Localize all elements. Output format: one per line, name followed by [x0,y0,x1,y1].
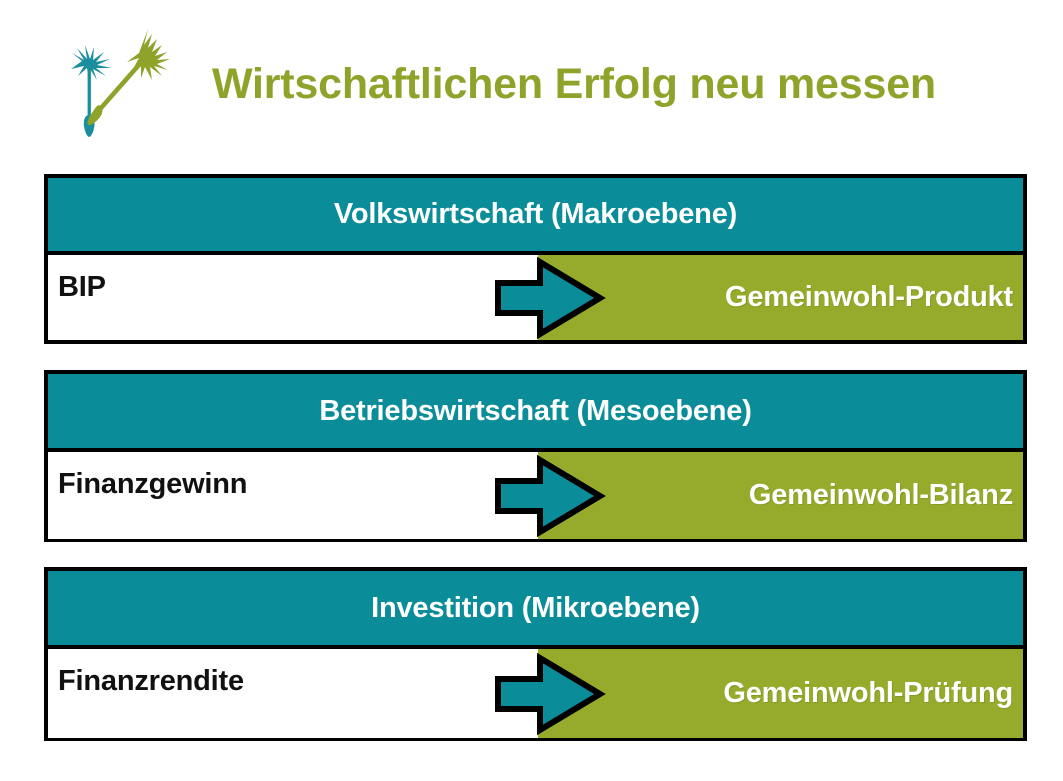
page-title: Wirtschaftlichen Erfolg neu messen [212,60,936,108]
olive-panel: Gemeinwohl-Produkt [538,255,1023,340]
block-header-label: Investition (Mikroebene) [371,591,700,624]
left-label: BIP [58,271,106,303]
right-label: Gemeinwohl-Produkt [724,281,1013,313]
level-block-macro: Volkswirtschaft (Makroebene) Gemeinwohl-… [44,174,1027,344]
level-block-meso: Betriebswirtschaft (Mesoebene) Gemeinwoh… [44,370,1027,542]
block-header-micro: Investition (Mikroebene) [48,571,1023,649]
block-body-micro: Gemeinwohl-Prüfung Finanzrendite [48,649,1023,738]
olive-panel: Gemeinwohl-Prüfung [538,649,1023,738]
page-header: Wirtschaftlichen Erfolg neu messen [0,0,1063,160]
dandelion-seed-logo [44,14,194,144]
block-body-meso: Gemeinwohl-Bilanz Finanzgewinn [48,452,1023,539]
block-header-label: Betriebswirtschaft (Mesoebene) [319,394,752,427]
block-header-meso: Betriebswirtschaft (Mesoebene) [48,374,1023,452]
block-header-macro: Volkswirtschaft (Makroebene) [48,178,1023,255]
block-body-macro: Gemeinwohl-Produkt BIP [48,255,1023,340]
block-header-label: Volkswirtschaft (Makroebene) [333,198,738,230]
left-label: Finanzgewinn [58,468,248,500]
olive-panel: Gemeinwohl-Bilanz [538,452,1023,539]
right-label: Gemeinwohl-Bilanz [748,479,1013,511]
left-label: Finanzrendite [58,665,244,697]
olive-seed-shape [87,29,170,126]
right-label: Gemeinwohl-Prüfung [723,677,1013,709]
level-block-micro: Investition (Mikroebene) Gemeinwohl-Prüf… [44,567,1027,741]
